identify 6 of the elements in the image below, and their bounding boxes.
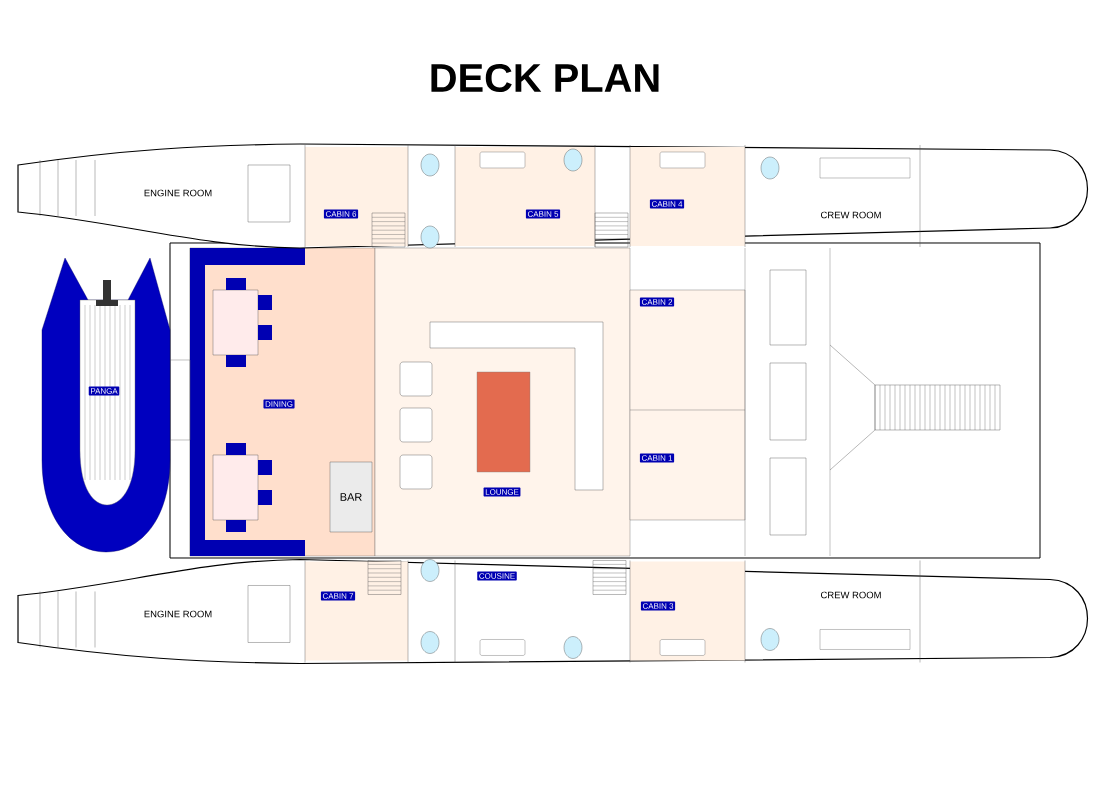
bar-counter: BAR [329,461,373,533]
title: DECK PLAN [431,63,659,93]
room-label: ENGINE ROOM [144,610,212,618]
room-label: ENGINE ROOM [144,189,212,197]
room-label: CREW ROOM [821,591,881,599]
room-label: CREW ROOM [821,211,881,219]
